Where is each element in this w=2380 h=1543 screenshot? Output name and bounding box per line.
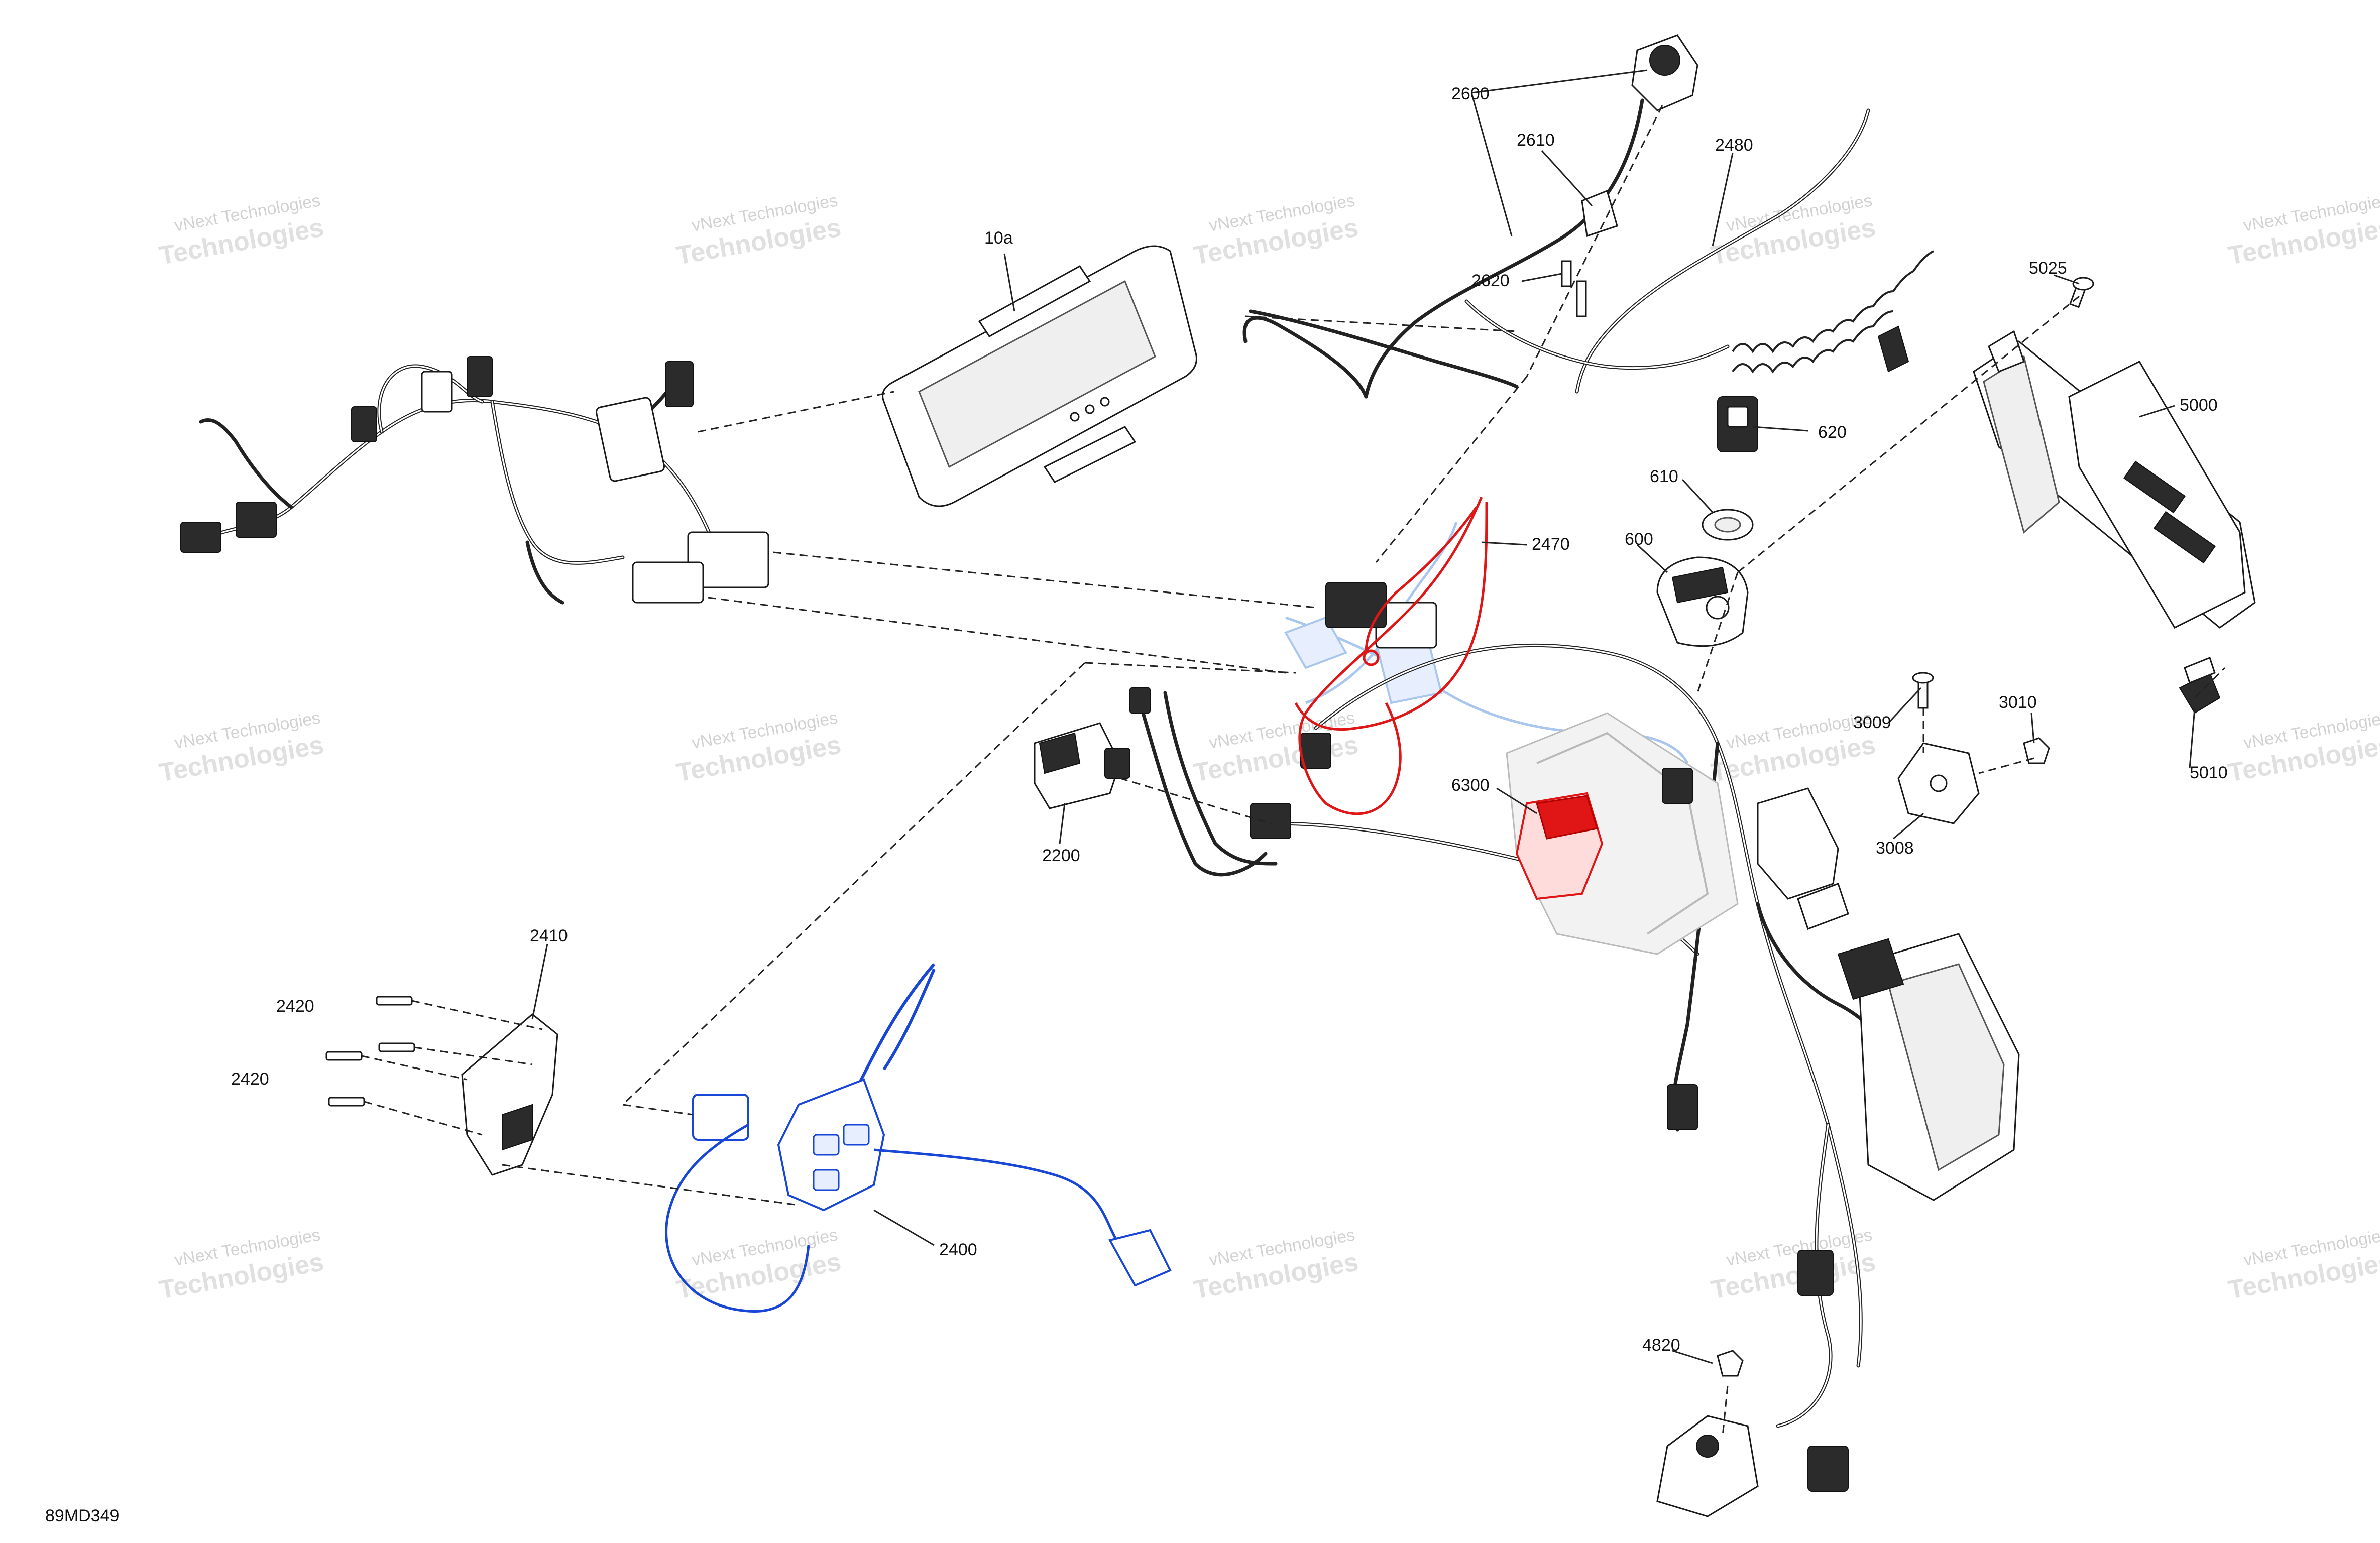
- callout-2610: 2610: [1517, 131, 1555, 150]
- screws-2420: [325, 996, 415, 1107]
- harness-connector: [687, 531, 769, 588]
- callout-labels: 10a 2600 2610 2620 2480 5025 5000 620 61…: [231, 84, 2228, 1355]
- harness-connector: [595, 397, 665, 482]
- watermark: vNext Technologies Technologies: [674, 191, 843, 270]
- callout-2200: 2200: [1042, 846, 1080, 865]
- callout-6300: 6300: [1451, 776, 1490, 795]
- watermark: vNext Technologies Technologies: [1192, 708, 1361, 787]
- assembly-lines: [361, 105, 2226, 1437]
- callout-610: 610: [1650, 467, 1678, 486]
- harness-connector: [632, 561, 704, 604]
- callout-3010: 3010: [1999, 693, 2037, 712]
- sensor-4820: [1656, 1415, 1759, 1517]
- callout-2600: 2600: [1451, 84, 1490, 103]
- callout-5025: 5025: [2029, 259, 2067, 278]
- harness-connector: [236, 502, 277, 538]
- callout-2470: 2470: [1532, 535, 1570, 554]
- harness-connector: [665, 361, 694, 407]
- callout-5000: 5000: [2180, 396, 2218, 415]
- instrument-cluster-10a: [882, 245, 1197, 507]
- callout-2410: 2410: [530, 926, 568, 945]
- watermark: vNext Technologies Technologies: [157, 708, 326, 787]
- harness-connector: [467, 356, 493, 397]
- callout-3008: 3008: [1876, 839, 1914, 858]
- callout-620: 620: [1818, 423, 1847, 442]
- harness-connector: [421, 371, 453, 413]
- watermark: vNext Technologies Technologies: [157, 1225, 326, 1304]
- watermark: vNext Technologies Technologies: [2226, 708, 2380, 787]
- nut-610: [1702, 509, 1754, 541]
- callout-2420-lower: 2420: [231, 1070, 269, 1089]
- callout-2480: 2480: [1715, 136, 1753, 155]
- callout-2420-upper: 2420: [276, 997, 314, 1016]
- callout-4820: 4820: [1642, 1336, 1680, 1355]
- bracket-3008: [1897, 742, 1980, 824]
- coiled-tether-cord-620: [1717, 250, 1934, 452]
- callout-2400: 2400: [939, 1240, 977, 1259]
- screw-3009: [1912, 672, 1934, 709]
- sensor-2200: [1034, 687, 1268, 877]
- main-wiring-harness: [1163, 522, 2020, 1517]
- callout-3009: 3009: [1853, 713, 1891, 732]
- callout-600: 600: [1625, 530, 1653, 549]
- module-5000: [1973, 330, 2256, 629]
- harness-connector: [351, 406, 377, 442]
- watermark: vNext Technologies Technologies: [1192, 191, 1361, 270]
- ignition-switch-600: [1656, 556, 1749, 647]
- watermark: vNext Technologies Technologies: [157, 191, 326, 270]
- callout-2620: 2620: [1471, 271, 1510, 290]
- switch-cover-2410: [461, 1013, 558, 1176]
- callout-5010: 5010: [2190, 763, 2228, 782]
- switch-assembly-2400: [665, 963, 1172, 1313]
- leader-lines: [531, 69, 2196, 1364]
- cable-2480: [1464, 108, 1870, 394]
- watermark: vNext Technologies Technologies: [1709, 191, 1878, 270]
- callout-10a: 10a: [984, 228, 1013, 248]
- watermark: vNext Technologies Technologies: [1192, 1225, 1361, 1304]
- left-wiring-harness: [180, 356, 769, 605]
- diagram-code: 89MD349: [45, 1506, 119, 1525]
- clip-5010: [2179, 657, 2221, 714]
- watermark: vNext Technologies Technologies: [674, 708, 843, 787]
- watermark: vNext Technologies Technologies: [2226, 1225, 2380, 1304]
- harness-connector: [180, 522, 221, 553]
- harness-2470: [1294, 497, 1488, 815]
- watermark: vNext Technologies Technologies: [2226, 191, 2380, 270]
- power-outlet-assembly: [1242, 34, 1698, 399]
